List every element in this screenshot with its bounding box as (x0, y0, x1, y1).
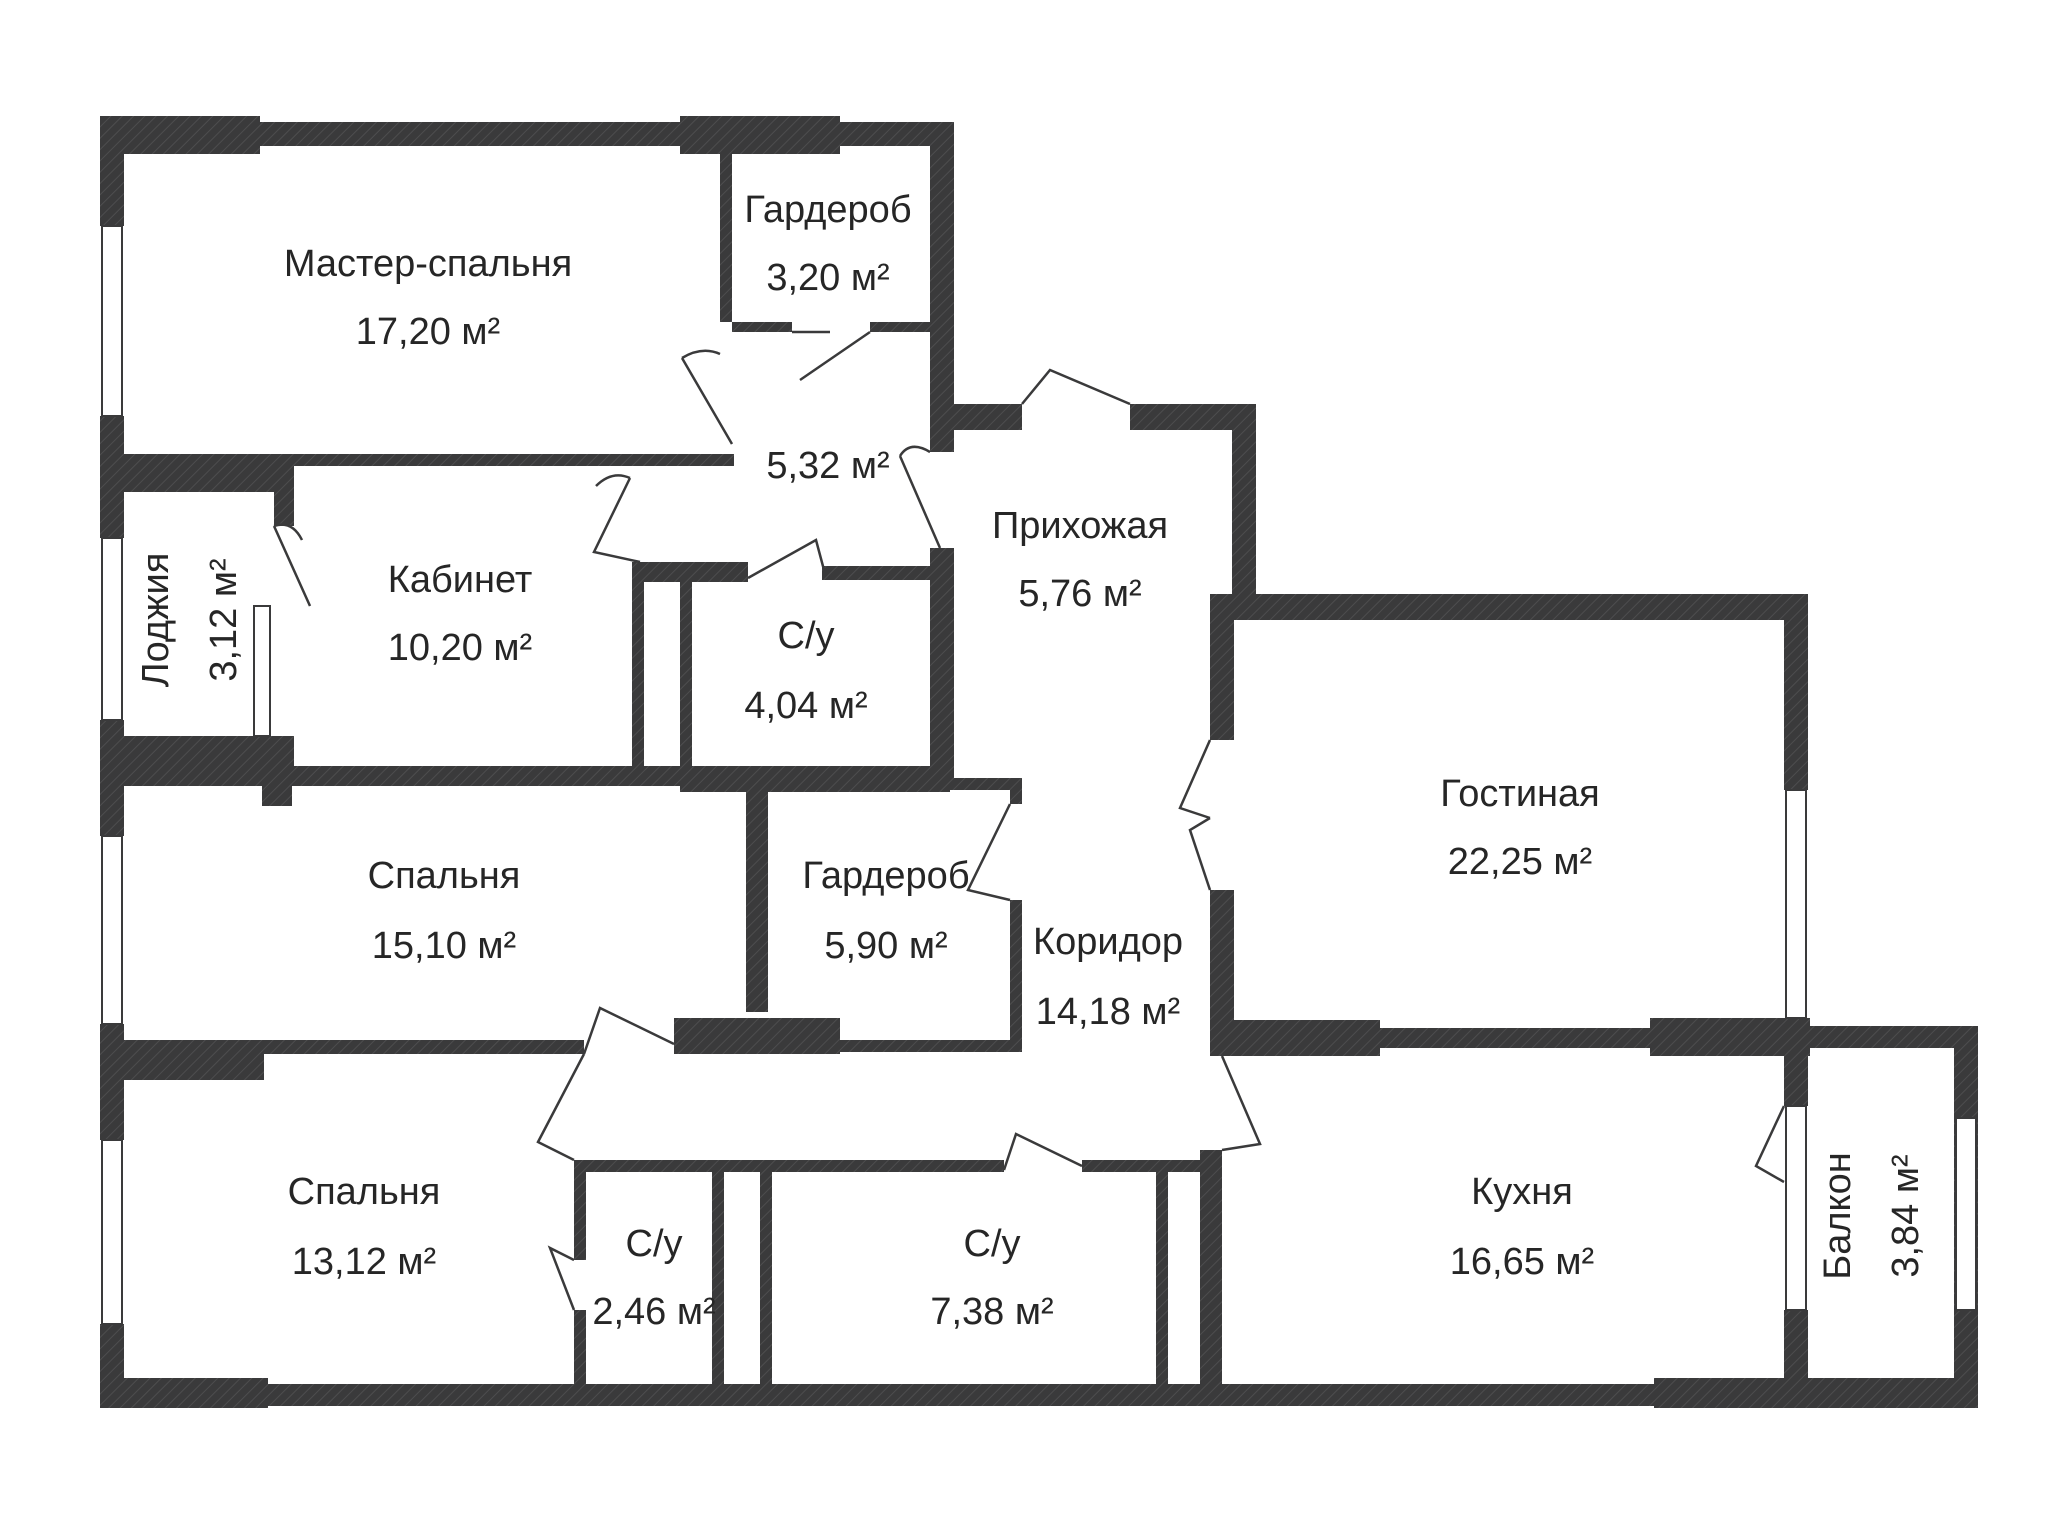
bedroom-1-name: Спальня (368, 855, 521, 897)
master-bedroom-name: Мастер-спальня (284, 243, 572, 285)
living-room-name: Гостиная (1440, 773, 1600, 815)
window-living-room (1785, 789, 1807, 1019)
bedroom-2-name: Спальня (288, 1171, 441, 1213)
study-area: 10,20 м² (388, 627, 532, 669)
door-entrance (1021, 368, 1131, 406)
door-living-room (1178, 739, 1212, 891)
door-study (592, 474, 641, 564)
walls (100, 116, 1978, 1408)
window-master-bedroom (101, 225, 123, 417)
door-bathroom-small (547, 1245, 576, 1311)
master-bedroom-area: 17,20 м² (356, 311, 500, 353)
wardrobe-mid-area: 5,90 м² (824, 925, 947, 967)
bathroom-small-area: 2,46 м² (592, 1291, 715, 1333)
door-balcony (1754, 1105, 1786, 1184)
kitchen-area: 16,65 м² (1450, 1241, 1594, 1283)
window-kitchen (1785, 1105, 1807, 1311)
balcony-name: Балкон (1817, 1152, 1859, 1279)
door-small-hall (898, 445, 942, 549)
living-room-area: 22,25 м² (1448, 841, 1592, 883)
bathroom-small-name: С/у (626, 1223, 683, 1265)
wardrobe-mid-name: Гардероб (802, 855, 969, 897)
entrance-hall-name: Прихожая (992, 505, 1168, 547)
small-hall-area: 5,32 м² (766, 445, 889, 487)
door-bathroom-mid (747, 538, 826, 580)
bedroom-1-area: 15,10 м² (372, 925, 516, 967)
door-bathroom-big (1002, 1132, 1083, 1171)
bedroom-2-area: 13,12 м² (292, 1241, 436, 1283)
door-loggia (272, 523, 312, 607)
loggia-area: 3,12 м² (203, 558, 245, 681)
door-bedroom-2 (536, 1053, 586, 1162)
bathroom-mid-area: 4,04 м² (744, 685, 867, 727)
door-bedroom-1 (582, 1006, 675, 1055)
doors (272, 330, 1786, 1311)
balcony-area: 3,84 м² (1885, 1154, 1927, 1277)
door-kitchen (1220, 1055, 1262, 1152)
door-master-bedroom (680, 349, 734, 445)
windows (101, 225, 1977, 1325)
window-bedroom-2 (101, 1139, 123, 1325)
corridor-area: 14,18 м² (1036, 991, 1180, 1033)
wardrobe-top-name: Гардероб (744, 189, 911, 231)
kitchen-name: Кухня (1471, 1171, 1573, 1213)
corridor-name: Коридор (1033, 921, 1183, 963)
door-wardrobe-top (792, 330, 871, 382)
wardrobe-top-area: 3,20 м² (766, 257, 889, 299)
window-bedroom-1 (101, 835, 123, 1025)
bathroom-big-name: С/у (964, 1223, 1021, 1265)
study-name: Кабинет (388, 559, 533, 601)
window-balcony (1955, 1117, 1977, 1311)
loggia-name: Лоджия (135, 553, 177, 688)
room-labels: Мастер-спальня 17,20 м² Гардероб 3,20 м²… (135, 189, 1927, 1333)
window-study (253, 605, 271, 737)
bathroom-mid-name: С/у (778, 615, 835, 657)
door-wardrobe-mid (966, 803, 1012, 902)
bathroom-big-area: 7,38 м² (930, 1291, 1053, 1333)
window-loggia (101, 537, 123, 721)
entrance-hall-area: 5,76 м² (1018, 573, 1141, 615)
